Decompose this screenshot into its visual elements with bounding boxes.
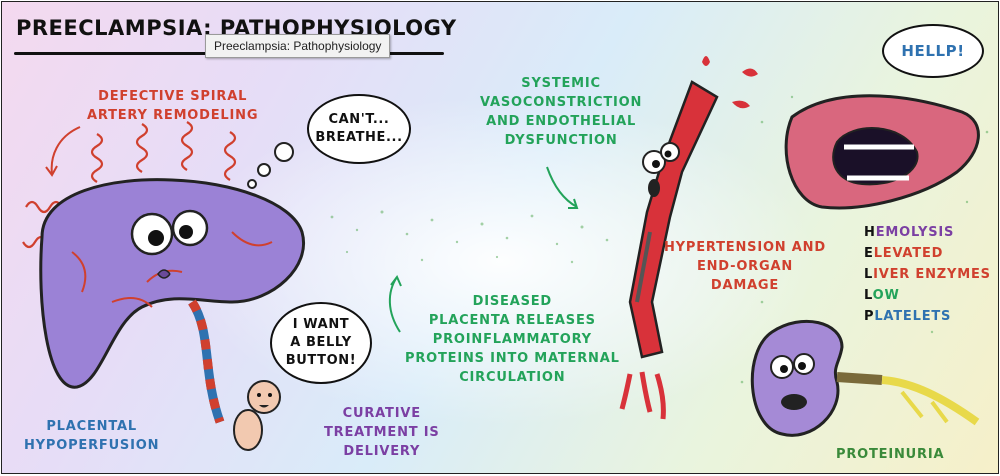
speech-bubble-hellp: HELLP! xyxy=(882,24,984,78)
spiral-arteries xyxy=(22,121,237,249)
hellp-item: LIVER ENZYMES xyxy=(864,264,991,285)
hellp-item: LOW xyxy=(864,285,991,306)
label-line: DYSFUNCTION xyxy=(504,133,618,148)
title-tooltip: Preeclampsia: Pathophysiology xyxy=(205,34,391,58)
arrows xyxy=(45,126,81,177)
label-line: END-ORGAN xyxy=(696,259,793,274)
hellp-rest: IVER ENZYMES xyxy=(873,267,991,282)
protein-particles xyxy=(330,95,989,384)
label-placental-hypoperfusion: PLACENTAL HYPOPERFUSION xyxy=(24,417,159,455)
label-systemic-vasoconstriction: SYSTEMIC VASOCONSTRICTION AND ENDOTHELIA… xyxy=(480,74,642,150)
hellp-rest: EMOLYSIS xyxy=(875,225,955,240)
label-line: TREATMENT IS xyxy=(324,425,440,440)
label-line: AND ENDOTHELIAL xyxy=(486,114,637,129)
hellp-item: PLATELETS xyxy=(864,306,991,327)
placenta xyxy=(39,178,305,389)
blood-vessel xyxy=(619,56,758,420)
speech-bubble-belly-button: I WANT A BELLY BUTTON! xyxy=(270,302,372,384)
hellp-acronym-list: HEMOLYSIS ELEVATED LIVER ENZYMES LOW PLA… xyxy=(864,222,991,327)
bubble-line: CAN'T... xyxy=(328,112,390,127)
label-line: DELIVERY xyxy=(343,444,421,459)
umbilical-cord xyxy=(188,299,225,424)
label-line: CIRCULATION xyxy=(459,370,566,385)
hellp-rest: OW xyxy=(872,288,900,303)
bubble-line: I WANT xyxy=(292,317,350,332)
label-line: CURATIVE xyxy=(342,406,421,421)
hellp-item: HEMOLYSIS xyxy=(864,222,991,243)
label-line: VASOCONSTRICTION xyxy=(480,95,643,110)
bubble-line: A BELLY xyxy=(290,335,352,350)
label-defective-spiral-artery-remodeling: DEFECTIVE SPIRAL ARTERY REMODELING xyxy=(87,87,258,125)
label-diseased-placenta: DISEASED PLACENTA RELEASES PROINFLAMMATO… xyxy=(405,292,620,387)
hellp-initial: H xyxy=(864,225,876,240)
kidney xyxy=(750,319,980,437)
label-line: HYPERTENSION AND xyxy=(664,240,826,255)
hellp-initial: L xyxy=(864,288,873,303)
label-line: DISEASED xyxy=(472,294,553,309)
bubble-line: BUTTON! xyxy=(285,353,357,368)
label-line: PROINFLAMMATORY xyxy=(432,332,592,347)
label-hypertension: HYPERTENSION AND END-ORGAN DAMAGE xyxy=(664,238,826,295)
hellp-initial: P xyxy=(864,309,875,324)
liver xyxy=(784,94,980,210)
hellp-item: ELEVATED xyxy=(864,243,991,264)
label-curative-treatment: CURATIVE TREATMENT IS DELIVERY xyxy=(324,404,440,461)
bubble-line: BREATHE... xyxy=(315,130,403,145)
hellp-rest: LEVATED xyxy=(873,246,944,261)
speech-bubble-cant-breathe: CAN'T... BREATHE... xyxy=(307,94,411,164)
hellp-initial: E xyxy=(864,246,874,261)
hellp-rest: LATELETS xyxy=(874,309,952,324)
label-line: PLACENTA RELEASES xyxy=(428,313,596,328)
hellp-initial: L xyxy=(864,267,874,282)
label-line: DAMAGE xyxy=(710,278,780,293)
label-line: HYPOPERFUSION xyxy=(24,438,160,453)
label-line: ARTERY REMODELING xyxy=(87,108,259,123)
label-line: PLACENTAL xyxy=(46,419,137,434)
label-line: PROTEINS INTO MATERNAL xyxy=(405,351,620,366)
baby xyxy=(233,380,281,451)
label-proteinuria: PROTEINURIA xyxy=(836,447,945,462)
label-line: SYSTEMIC xyxy=(521,76,601,91)
thought-dots xyxy=(247,142,294,189)
label-line: DEFECTIVE SPIRAL xyxy=(98,89,248,104)
